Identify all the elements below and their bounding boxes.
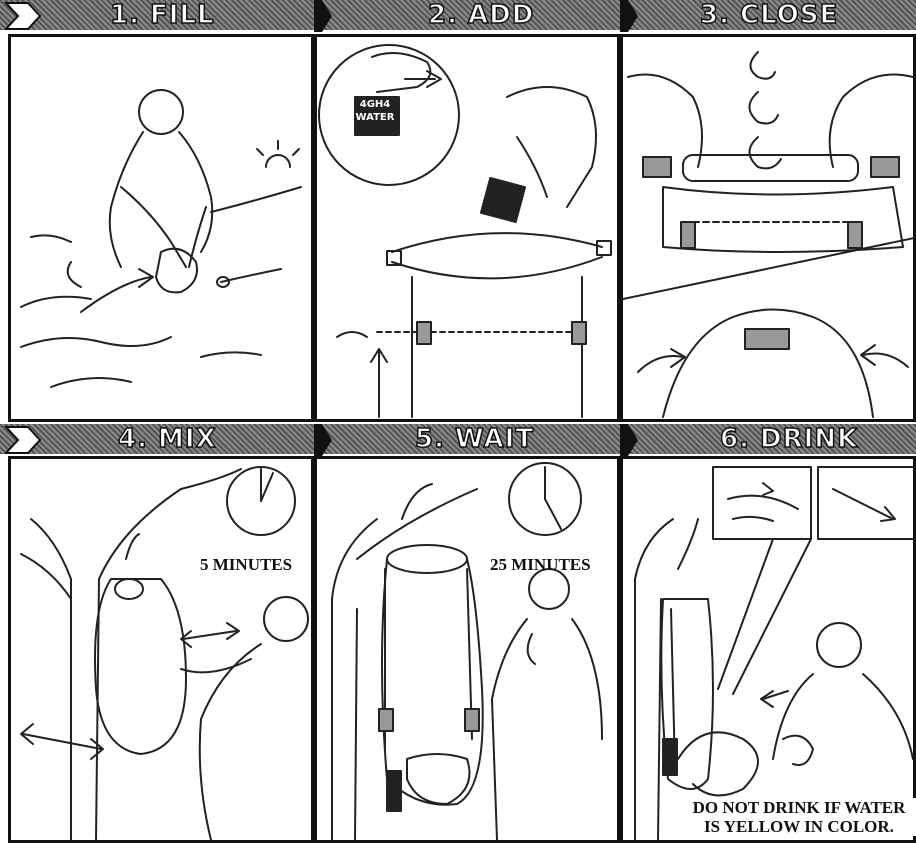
panel-step-4-mix <box>8 456 314 843</box>
wait-duration-label: 25 MINUTES <box>490 555 591 575</box>
step-1-title: 1. FILL <box>110 0 215 30</box>
step-number: 3. <box>700 0 730 30</box>
chevron-arrow-icon <box>620 0 638 32</box>
step-word: FILL <box>150 0 215 30</box>
step-2-title: 2. ADD <box>428 0 534 30</box>
step-number: 2. <box>428 0 458 30</box>
step-word: ADD <box>468 0 534 30</box>
chevron-arrow-icon <box>314 0 332 32</box>
banner-chevrons <box>0 0 916 460</box>
step-number: 5. <box>415 424 445 454</box>
step-number: 1. <box>110 0 140 30</box>
step-word: WAIT <box>455 424 534 454</box>
step-5-title: 5. WAIT <box>415 424 534 454</box>
panel-step-6-drink <box>620 456 916 843</box>
packet-label: 4GH4 WATER <box>354 98 396 124</box>
warning-line-1: DO NOT DRINK IF WATER <box>685 798 913 817</box>
step-4-title: 4. MIX <box>118 424 217 454</box>
chevron-arrow-icon <box>6 3 40 29</box>
panel-step-5-wait <box>314 456 620 843</box>
step-number: 6. <box>720 424 750 454</box>
packet-label-line-1: 4GH4 <box>354 98 396 111</box>
mix-duration-label: 5 MINUTES <box>200 555 292 575</box>
warning-line-2: IS YELLOW IN COLOR. <box>685 817 913 836</box>
packet-label-line-2: WATER <box>354 111 396 124</box>
step-3-title: 3. CLOSE <box>700 0 838 30</box>
drink-illustration <box>623 459 916 840</box>
chevron-arrow-icon <box>314 424 332 456</box>
wait-illustration <box>317 459 617 840</box>
mix-illustration <box>11 459 311 840</box>
step-6-title: 6. DRINK <box>720 424 858 454</box>
chevron-arrow-icon <box>620 424 638 456</box>
step-number: 4. <box>118 424 148 454</box>
chevron-arrow-icon <box>6 427 40 453</box>
step-word: CLOSE <box>740 0 838 30</box>
step-word: DRINK <box>760 424 858 454</box>
drink-warning: DO NOT DRINK IF WATER IS YELLOW IN COLOR… <box>682 798 916 836</box>
step-word: MIX <box>158 424 217 454</box>
